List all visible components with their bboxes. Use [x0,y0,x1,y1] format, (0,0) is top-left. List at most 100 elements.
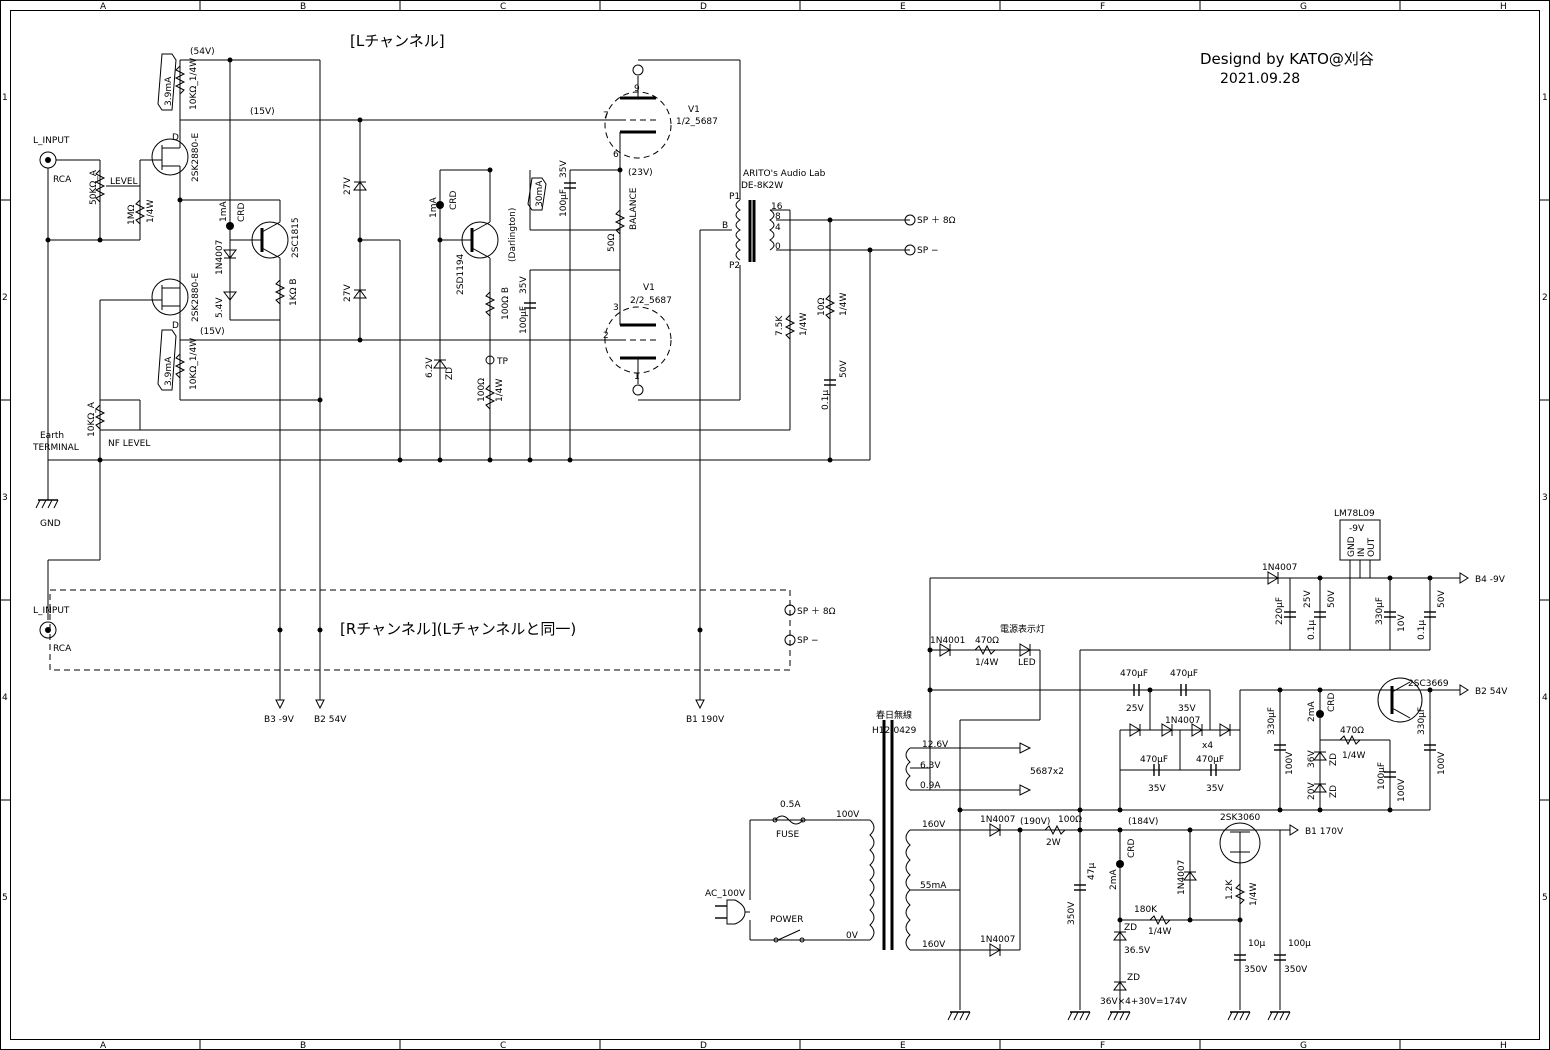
r-10 [824,294,836,320]
r-sp-plus [784,604,796,616]
diode-1n4007-b4 [1267,571,1279,585]
lbl-c330a: 330μF [1375,597,1385,625]
l-channel-wires [35,53,916,710]
lbl-zd-b: ZD [1329,785,1339,798]
col-f-bottom: F [1100,1041,1105,1050]
lbl-fet-b: 2SK2880-E [191,273,201,322]
lbl-lm: LM78L09 [1334,509,1375,519]
lbl-c01a: 0.1μ [1307,620,1317,640]
lbl-b1-out: B1 170V [1305,827,1344,837]
lbl-pin1: 1 [634,372,640,382]
lbl-pin9: 9 [634,84,640,94]
lbl-r75k: 7.5K [775,315,785,336]
col-g-top: G [1300,2,1307,12]
col-a-top: A [100,2,107,12]
lbl-pin3: 3 [613,303,619,313]
lbl-zd365: 36.5V [1124,946,1151,956]
lbl-ac100: AC_100V [705,889,746,899]
lbl-c10: 10μ [1248,939,1265,949]
r-100-2w [1044,824,1066,836]
lbl-v184: (184V) [1128,817,1158,827]
r-1-2k [1234,883,1246,905]
design-date: 2021.09.28 [1220,71,1300,87]
lbl-r10k-a: 10KΩ_1/4W [189,58,199,110]
lbl-t63: 6.3V [920,761,941,771]
lbl-c330c-v: 100V [1437,751,1447,775]
ac-plug [726,899,746,925]
lbl-t160a: 160V [922,820,946,830]
r-input-jack [39,621,57,639]
lbl-c470b-v: 35V [1178,704,1196,714]
flag-3-9ma-lower [157,329,177,391]
lbl-mos: 2SK3060 [1220,813,1261,823]
lbl-v1b: V1 [643,283,655,293]
power-switch [777,929,801,941]
lbl-c100d-v: 350V [1284,965,1308,975]
lbl-arito: ARITO's Audio Lab [743,169,826,179]
lbl-1n4007b: 1N4007 [1165,716,1200,726]
diode-1n4001 [939,643,951,657]
lbl-b1: B1 190V [686,715,725,725]
flag-3-9ma-upper [157,53,177,111]
tube-v1-upper [604,91,672,159]
lbl-zd27b: 27V [343,284,353,302]
lbl-tubes: 5687x2 [1030,767,1064,777]
lbl-c470c-v: 35V [1148,784,1166,794]
lbl-v15a: (15V) [250,107,275,117]
zener-20v [1313,783,1327,793]
lbl-zd62: 6.2V [425,357,435,378]
lbl-pin6: 6 [613,150,619,160]
lbl-v23: (23V) [628,168,653,178]
led [1019,643,1031,657]
lbl-t126: 12.6V [922,740,949,750]
row-5-right: 5 [1542,893,1548,903]
r-7-5k [784,314,796,340]
r-100 [484,384,496,410]
lbl-v35b: 35V [559,160,569,178]
col-h-top: H [1500,2,1507,12]
lbl-lm-out: OUT [1367,537,1377,557]
zener-36v [1313,751,1327,761]
row-5-left: 5 [2,893,8,903]
opt-secondary [769,209,775,251]
b2-arrow [315,699,325,710]
lbl-nf-level: NF LEVEL [108,439,150,449]
r-470 [974,644,996,656]
row-3-left: 3 [2,493,8,503]
lbl-sp-minus: SP − [917,246,939,256]
lbl-c470a-v: 25V [1126,704,1144,714]
lbl-r100: 100Ω [477,378,487,402]
lbl-power: POWER [770,915,803,925]
lbl-ma2b: 2mA [1109,869,1119,890]
lbl-2sc3669: 2SC3669 [1408,679,1449,689]
lbl-c330b-v: 100V [1285,751,1295,775]
lbl-1n4001: 1N4001 [930,636,965,646]
lbl-t0: 0 [775,242,781,252]
nf-level-pot [94,404,106,430]
col-d-top: D [700,2,707,12]
lbl-zd20: 20V [1307,782,1317,800]
lbl-zd36: 36V [1307,750,1317,768]
col-a-bottom: A [100,1041,107,1050]
lbl-1n4007c: 1N4007 [980,815,1015,825]
lbl-crd-d: CRD [1127,838,1137,858]
lbl-c100a: 100μF [519,306,529,334]
test-point [485,355,495,365]
row-1-left: 1 [2,93,8,103]
lbl-t55ma: 55mA [920,881,947,891]
lbl-zd-a: ZD [1329,753,1339,766]
lbl-1n4007e: 1N4007 [1177,860,1187,895]
col-b-top: B [300,2,306,12]
lbl-ma39b: 3.9mA [164,356,174,386]
fet-upper [151,138,189,176]
lbl-ma1a: 1mA [219,201,229,222]
lbl-crd-a: CRD [237,202,247,222]
lbl-c100b: 100μF [559,189,569,217]
ground-symbols [947,1011,1291,1021]
lbl-zd-c: ZD [1124,923,1137,933]
crd-2ma [1316,710,1324,718]
lbl-fet-a: 2SK2880-E [191,133,201,182]
b2-out-arrow [1459,684,1469,696]
